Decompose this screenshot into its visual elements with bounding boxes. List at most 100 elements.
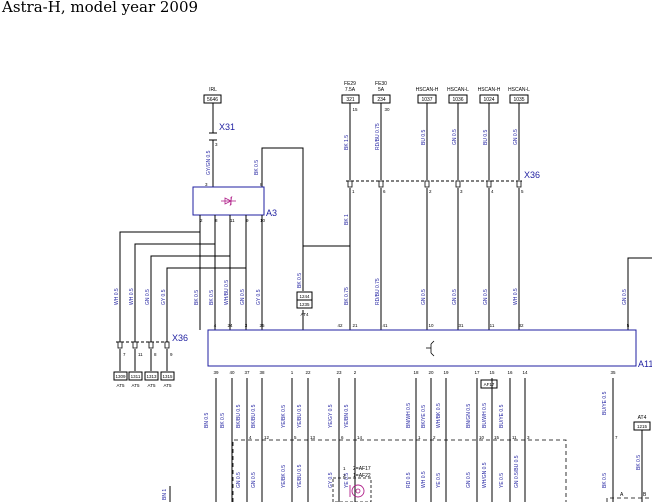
connector-pin [347,180,353,188]
terminal-box-text: 5646 [207,97,218,103]
a3-module: A3 3 8 2 8 11 9 10 [192,182,277,223]
wire-label: YE/BU 0.5 [297,464,303,488]
wire-label: BN 1 [162,489,168,500]
splice-label: AT5 [132,383,140,388]
pin-label: 7 [615,435,618,440]
pin-label: 10 [479,435,485,440]
pin-label: 12 [264,435,270,440]
af17-label: 2=AF17 [353,466,371,472]
pin-label: 2 [354,370,357,375]
terminal-label-hscan-l: HSCAN-L [447,87,469,93]
wire-label: BK/BU 0.5 [251,404,257,428]
wire-label: WH 0.5 [421,471,427,488]
pin-label: 31 [458,323,464,328]
wire-label: BK 0.5 [194,290,200,305]
a3-lower-wires [119,215,351,342]
terminal-label-fe29: FE29 [344,81,356,87]
connector-pin [486,180,492,188]
wire-label: BK 1 [344,214,350,225]
pin-label: 4 [214,323,217,328]
wire-label: GY 0.5 [256,289,262,305]
pin-label: 3 [215,142,218,147]
wire-label: WH 0.5 [129,288,135,305]
connector-pin [164,341,170,349]
wire-label: BK 0.5 [254,160,260,175]
pin-label: 21 [352,323,358,328]
pin-label: 1 [343,466,346,471]
wire-label: BU/YE 0.5 [602,391,608,415]
wire-label: WH/BK 0.5 [436,403,442,428]
pin-label: 19 [443,370,449,375]
pin-label: 10 [260,218,266,223]
wire-label: WH/GN 0.5 [482,462,488,488]
pin-label: 3 [245,323,248,328]
pin-label: 1 [291,370,294,375]
pin-label: 4 [491,189,494,194]
wire-label: BK 0.5 [602,473,608,488]
pin-label: 32 [518,323,524,328]
terminal-box-text: 321 [346,97,355,103]
pin-label: 11 [512,435,517,440]
pin-label: 9 [246,218,249,223]
lower-enclosures: A B [232,439,652,502]
pin-label: 17 [474,370,480,375]
pin-label: B [643,492,647,498]
pin-label: 14 [357,435,363,440]
wire-label: WH 0.5 [513,288,519,305]
pin-label: 22 [305,370,311,375]
a3-symbol-icon [221,195,236,207]
connector-pin [148,341,154,349]
wire-label: BK/BU 0.5 [236,404,242,428]
x36-top-label: X36 [524,170,540,180]
pin-label: 30 [384,107,390,112]
splice-id: 1215 [637,424,648,429]
pin-label: 2 [433,435,436,440]
wire-label: GY 0.5 [161,289,167,305]
pin-label: 3 [460,189,463,194]
terminal-box-text: 1036 [452,97,463,103]
connector-pin [132,341,138,349]
wire-label: GN 0.5 [251,472,257,488]
wire-label: GY/GN 0.5 [206,150,212,175]
pin-label: A [620,492,624,498]
at4-splice: 1244 1235 AT4 [296,291,313,317]
bn-wire: BN 1 [162,486,171,502]
pin-label: 25 [259,323,265,328]
pin-label: 41 [382,323,388,328]
terminal-label-fe30: FE30 [375,81,387,87]
wire-label: GN 0.5 [240,289,246,305]
wire-label: RD 0.5 [406,472,412,488]
terminal-sub-fe29: 7.5A [345,87,356,93]
pin-label: 38 [259,370,265,375]
pin-label: 37 [244,370,250,375]
pin-label: 16 [507,370,513,375]
af17-box: AF17 [480,379,498,389]
pin-label: 10 [428,323,434,328]
wire-label: BN/GN 0.5 [466,404,472,428]
connector-pin [424,180,430,188]
pin-label: 20 [428,370,434,375]
terminal-label-irl: IRL [209,87,217,93]
top-terminals: IRL 5646 FE29 7.5A 321 15 FE30 5A 234 30… [203,81,530,112]
wire-label: YE/BU 0.5 [297,404,303,428]
connector-pin [378,180,384,188]
wire-label: BK 0.5 [220,413,226,428]
wire-label: YE 0.5 [344,473,350,488]
pin-label: 2 [429,189,432,194]
connector-pin [117,341,123,349]
sensor-icon [351,484,365,498]
pin-label: 9 [170,352,173,357]
right-wire [627,257,652,330]
wire-label: GN 0.5 [452,289,458,305]
terminal-label-hscan-h: HSCAN-H [416,87,439,93]
wire-label: BU 0.5 [483,129,489,145]
pin-label: 6 [383,189,386,194]
wire-label: GN 0.5 [622,289,628,305]
wire-label: YE/GY 0.5 [328,404,334,428]
pin-label: 2 [343,473,346,478]
wire-label: BK 0.75 [344,287,350,305]
upper-wire-labels: GY/GN 0.5 BK 0.5 BK 1.5 RD/BU 0.75 BU 0.… [206,123,519,225]
